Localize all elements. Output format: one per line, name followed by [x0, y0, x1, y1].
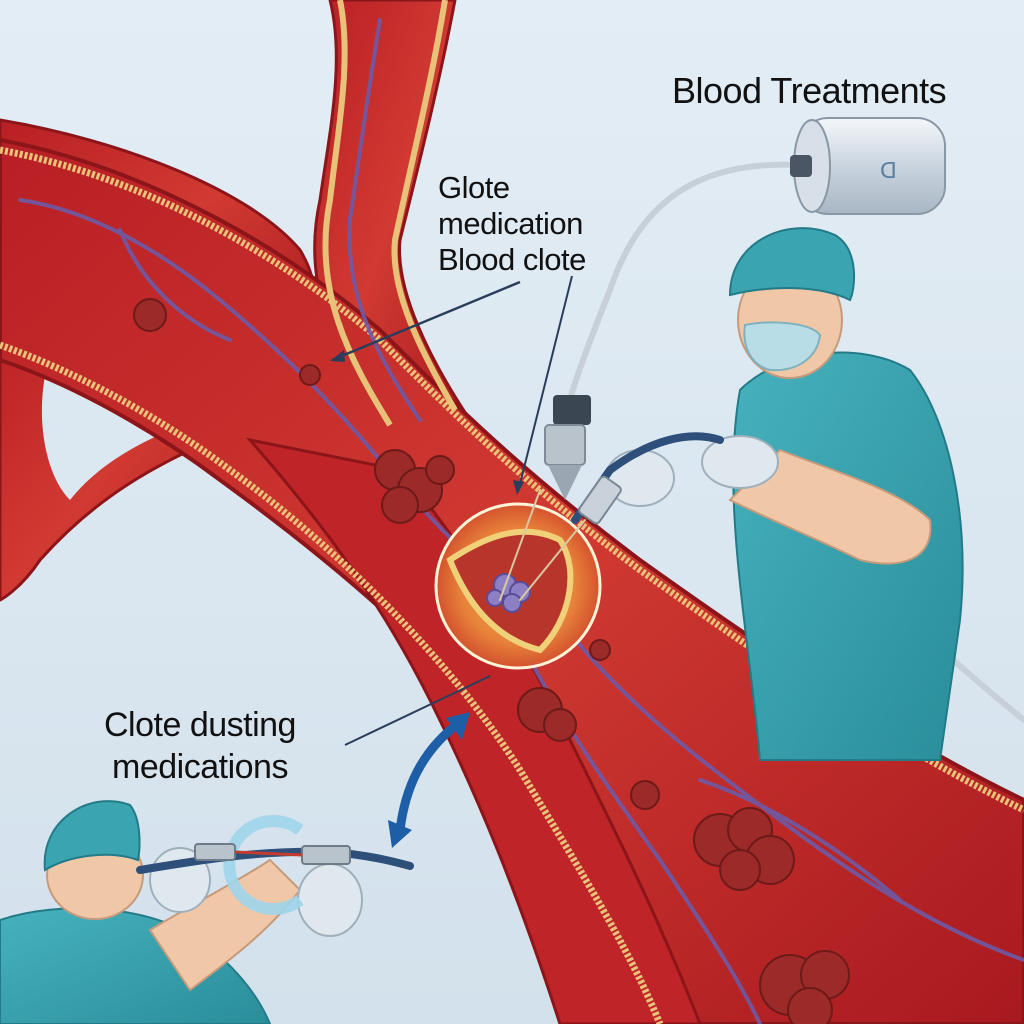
pointer-line-clot-label	[331, 280, 521, 362]
title-label: Blood Treatments	[672, 70, 947, 111]
catheter-wire-2	[519, 519, 586, 601]
dusting-label-line-2: medications	[112, 748, 288, 786]
pointer-arrowhead-clot-2	[513, 480, 524, 495]
catheter-tube-from-canister	[567, 161, 803, 403]
handheld-catheter	[571, 432, 724, 524]
double-arrow-head-top	[446, 712, 470, 740]
doctor-right	[571, 227, 964, 761]
clot-label-line-2: medication	[438, 206, 583, 241]
clot-medication-label: Glote medication Blood clote	[438, 170, 586, 278]
doctor-left	[0, 800, 414, 1024]
fat-layer-top-branch-right	[391, 0, 458, 412]
magnified-clot	[486, 573, 531, 613]
medication-canister: ᗡ	[790, 117, 946, 215]
clot-small-2	[299, 364, 321, 386]
dusting-label-line-1: Clote dusting	[104, 706, 296, 744]
catheter-device-upper	[544, 395, 591, 500]
glove-right-hand-1	[701, 435, 779, 489]
surgical-cap-icon	[728, 227, 856, 302]
clot-small-1	[133, 298, 167, 332]
glove-left-hand-2	[297, 863, 363, 937]
surgical-mask-icon	[743, 321, 822, 372]
pointer-line-clot-label-2	[517, 275, 573, 493]
clot-mid	[517, 687, 577, 742]
clot-bottom	[759, 950, 850, 1024]
clot-label-line-1: Glote	[438, 170, 510, 205]
surgical-cap-left-icon	[43, 800, 141, 872]
vein-3	[558, 618, 1024, 962]
svg-text:ᗡ: ᗡ	[880, 159, 897, 184]
annotations	[330, 275, 573, 848]
clot-upper	[374, 449, 455, 524]
doctor-right-body	[732, 351, 964, 761]
red-wire	[234, 850, 303, 857]
connector-left-1	[194, 843, 236, 861]
clot-small-4	[589, 639, 611, 661]
pointer-line-dusting-label	[344, 675, 491, 746]
vein-network	[18, 18, 1024, 1024]
blood-clots	[133, 298, 850, 1024]
catheter-wire-into-clot	[499, 489, 541, 601]
fat-layer-lower	[0, 341, 664, 1024]
fat-layer-top-branch	[322, 0, 393, 427]
double-arrow-icon	[395, 718, 463, 831]
doctor-right-arm	[728, 448, 932, 565]
vein-2	[347, 18, 422, 422]
magnifier-inset	[434, 502, 602, 670]
vein-5	[118, 228, 232, 342]
double-arrow-head-bottom	[388, 820, 412, 848]
clot-lower-right	[693, 807, 795, 891]
clot-label-line-3: Blood clote	[438, 242, 586, 277]
clot-dusting-label: Clote dusting medications	[104, 704, 296, 788]
syringe-body	[578, 475, 622, 525]
clot-small-3	[630, 780, 660, 810]
vein-6	[698, 778, 902, 902]
connector-left-2	[301, 845, 351, 865]
ring-device-icon	[223, 815, 304, 915]
pointer-arrowhead-clot	[330, 350, 345, 362]
